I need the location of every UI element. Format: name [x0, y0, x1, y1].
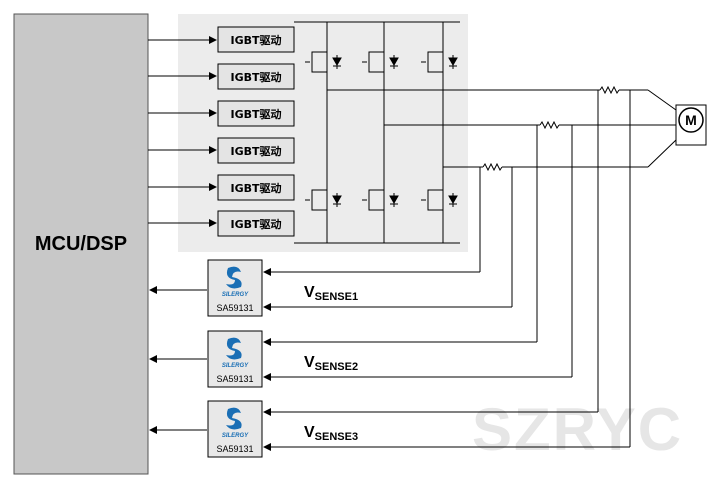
chip-part: SA59131: [216, 374, 253, 384]
watermark-text: SZRYC: [472, 396, 683, 463]
driver-label: IGBT驱动: [230, 144, 281, 158]
igbt-lower-3: [421, 189, 458, 211]
driver-5: IGBT驱动: [217, 174, 295, 201]
driver-label: IGBT驱动: [230, 107, 281, 121]
driver-4: IGBT驱动: [217, 137, 295, 164]
chip-brand: SILERGY: [222, 363, 249, 369]
silergy-logo-icon: [226, 407, 242, 430]
driver-3: IGBT驱动: [217, 100, 295, 127]
vsense-label-3: VSENSE3: [304, 424, 358, 443]
igbt-lower-1: [305, 189, 342, 211]
igbt-upper-2: [362, 51, 399, 73]
vsense-label-1: VSENSE1: [304, 284, 358, 303]
phase-wiring: [149, 85, 677, 451]
silergy-logo-icon: [226, 337, 242, 360]
driver-label: IGBT驱动: [230, 70, 281, 84]
chip-brand: SILERGY: [222, 292, 249, 298]
driver-label: IGBT驱动: [230, 181, 281, 195]
driver-6: IGBT驱动: [217, 210, 295, 237]
chip-part: SA59131: [216, 444, 253, 454]
mcu-label: MCU/DSP: [35, 233, 127, 255]
driver-label: IGBT驱动: [230, 217, 281, 231]
motor: M: [675, 104, 707, 146]
driver-1: IGBT驱动: [217, 26, 295, 53]
sensor-chip-3: SILERGY SA59131: [207, 400, 263, 458]
igbt-upper-3: [421, 51, 458, 73]
mcu-block: [13, 13, 149, 475]
driver-2: IGBT驱动: [217, 63, 295, 90]
igbt-lower-2: [362, 189, 399, 211]
motor-label: M: [685, 112, 697, 128]
silergy-logo-icon: [226, 266, 242, 289]
chip-part: SA59131: [216, 303, 253, 313]
sensor-chip-2: SILERGY SA59131: [207, 330, 263, 388]
driver-label: IGBT驱动: [230, 33, 281, 47]
sensor-chip-1: SILERGY SA59131: [207, 259, 263, 317]
mcu-to-driver-arrows: [148, 36, 217, 227]
igbt-upper-1: [305, 51, 342, 73]
vsense-label-2: VSENSE2: [304, 354, 358, 373]
igbt-switches: [305, 51, 458, 211]
chip-brand: SILERGY: [222, 433, 249, 439]
